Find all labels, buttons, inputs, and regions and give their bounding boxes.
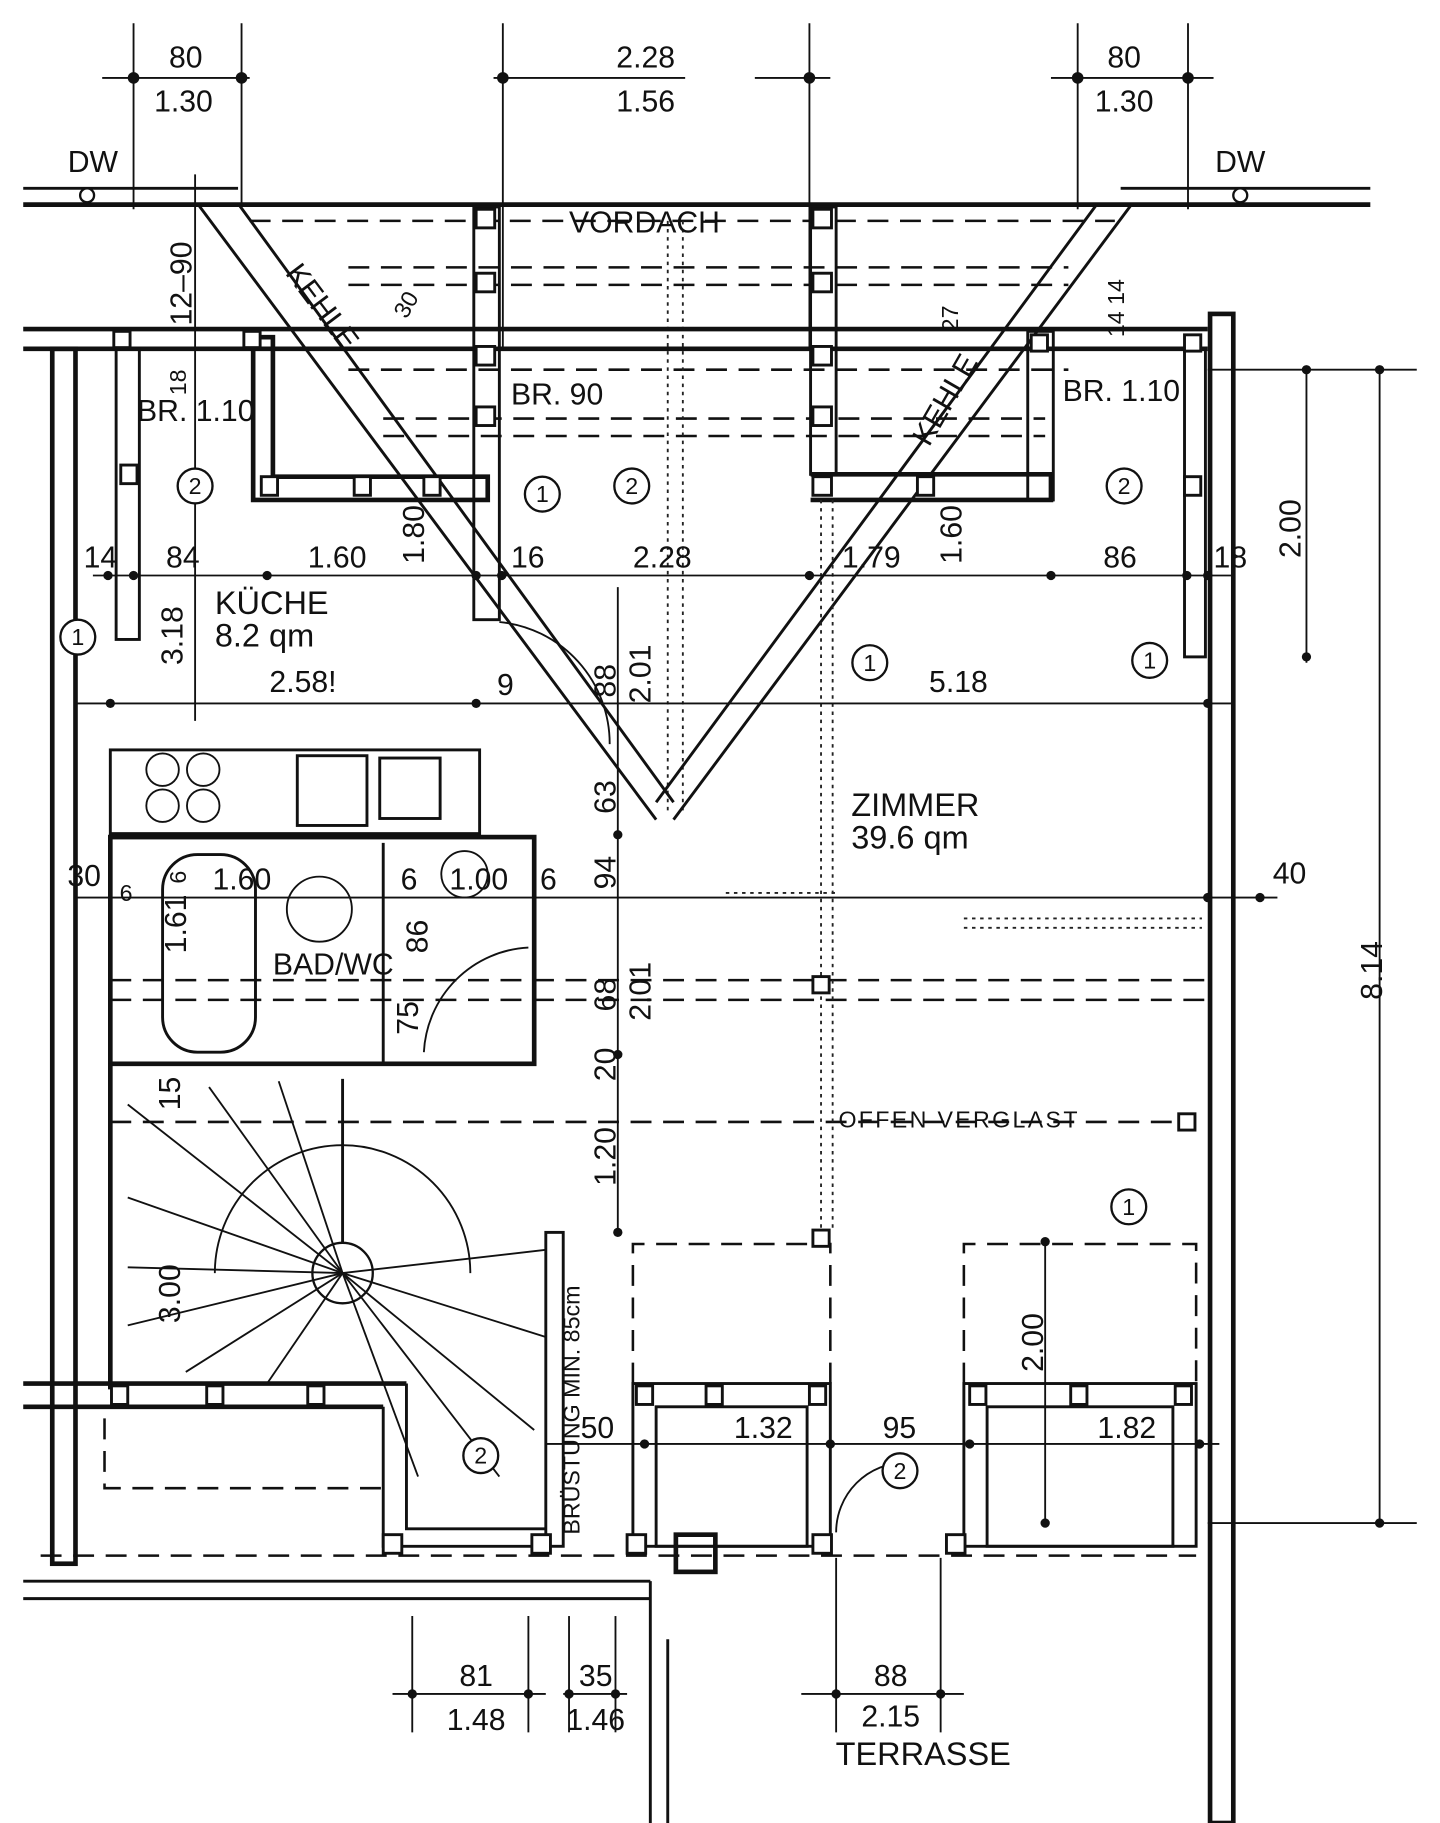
downpipe-icon [78,187,96,204]
dim-label: 1.48 [447,1704,506,1737]
svg-text:1.60: 1.60 [213,863,272,896]
svg-text:30: 30 [388,287,423,322]
svg-text:6: 6 [165,871,191,884]
svg-text:1.82: 1.82 [1097,1412,1156,1445]
marker-1: 1 [71,624,84,650]
svg-text:1.61: 1.61 [160,895,193,954]
svg-text:27: 27 [937,306,963,332]
svg-text:1.60: 1.60 [308,541,367,574]
window-type-markers: 2 2 2 1 1 1 1 1 2 2 [59,467,1169,1490]
room-area-room: 39.6 qm [851,820,968,856]
svg-text:75: 75 [392,1001,425,1035]
open-glazed-label: OFFEN VERGLAST [838,1107,1079,1133]
svg-text:2.01: 2.01 [624,962,657,1021]
downpipe-label: DW [68,146,119,179]
downpipe-label: DW [1215,146,1266,179]
roof-lines [23,186,1371,821]
svg-text:88: 88 [589,664,622,698]
marker-2: 2 [189,473,202,499]
svg-text:18: 18 [165,369,191,395]
marker-1: 1 [863,650,876,676]
svg-text:68: 68 [589,978,622,1012]
marker-1: 1 [1122,1194,1135,1220]
svg-text:86: 86 [401,920,434,954]
sill-label: BR. 1.10 [1063,375,1180,408]
svg-text:50: 50 [581,1412,615,1445]
svg-text:1.20: 1.20 [589,1127,622,1186]
dim-label: 80 [1107,41,1141,74]
svg-text:1.60: 1.60 [936,505,969,564]
valley-label: KEHLE [279,258,365,357]
svg-text:2.28: 2.28 [633,541,692,574]
svg-text:14 14: 14 14 [1103,279,1129,337]
svg-text:2.58!: 2.58! [269,666,336,699]
dim-label: 81 [459,1660,493,1693]
downpipe-icon [1232,187,1249,204]
chimney-icon [673,1532,718,1575]
svg-text:6: 6 [401,863,418,896]
dim-label: 2.28 [616,41,675,74]
svg-text:84: 84 [166,541,200,574]
dim-label: 1.56 [616,86,675,119]
room-label-terrace: TERRASSE [836,1736,1011,1772]
svg-text:3.00: 3.00 [154,1264,187,1323]
posts [110,207,1203,1555]
svg-text:6: 6 [120,880,133,906]
svg-text:40: 40 [1273,858,1307,891]
dimension-labels: 12–90 30 27 14 14 18 14 84 1.60 1.80 16 … [67,241,1389,1445]
dim-label: 1.30 [154,86,213,119]
room-label-bath: BAD/WC [273,948,394,981]
parapet-label: BRÜSTUNG MIN. 85cm [558,1286,584,1535]
room-area-kitchen: 8.2 qm [215,617,314,653]
sill-label: BR. 1.10 [137,395,254,428]
svg-text:20: 20 [589,1048,622,1082]
svg-text:1.32: 1.32 [734,1412,793,1445]
interior-dimensions [75,174,1417,1528]
svg-text:2.00: 2.00 [1017,1313,1050,1372]
svg-text:8.14: 8.14 [1356,941,1389,1000]
svg-text:94: 94 [589,856,622,890]
bottom-dimensions [392,1557,964,1733]
svg-text:15: 15 [154,1077,187,1111]
svg-text:12–90: 12–90 [166,241,199,325]
sill-label: BR. 90 [511,379,603,412]
svg-text:9: 9 [497,669,514,702]
room-label-room: ZIMMER [851,787,979,823]
svg-text:5.18: 5.18 [929,666,988,699]
svg-text:63: 63 [589,780,622,814]
marker-2: 2 [894,1458,907,1484]
canopy-label: VORDACH [569,207,720,240]
svg-text:6: 6 [540,863,557,896]
dim-label: 88 [874,1660,908,1693]
svg-text:2.00: 2.00 [1275,499,1308,558]
svg-text:95: 95 [883,1412,917,1445]
marker-2: 2 [625,473,638,499]
svg-text:1.79: 1.79 [842,541,901,574]
dim-label: 2.15 [861,1700,920,1733]
dim-label: 80 [169,41,203,74]
svg-text:1.00: 1.00 [449,863,508,896]
svg-text:30: 30 [67,860,101,893]
svg-text:86: 86 [1103,541,1137,574]
stair-treads [127,1080,547,1478]
dim-label: 1.30 [1095,86,1154,119]
marker-1: 1 [1143,647,1156,673]
svg-text:3.18: 3.18 [156,606,189,665]
marker-2: 2 [1118,473,1131,499]
marker-1: 1 [536,481,549,507]
svg-text:14: 14 [84,541,118,574]
svg-text:18: 18 [1214,541,1248,574]
dim-label: 35 [579,1660,613,1693]
marker-2: 2 [474,1443,487,1469]
svg-text:1.80: 1.80 [398,505,431,564]
svg-text:2.01: 2.01 [624,645,657,704]
dim-label: 1.46 [566,1704,625,1737]
room-label-kitchen: KÜCHE [215,585,329,621]
svg-text:16: 16 [511,541,545,574]
